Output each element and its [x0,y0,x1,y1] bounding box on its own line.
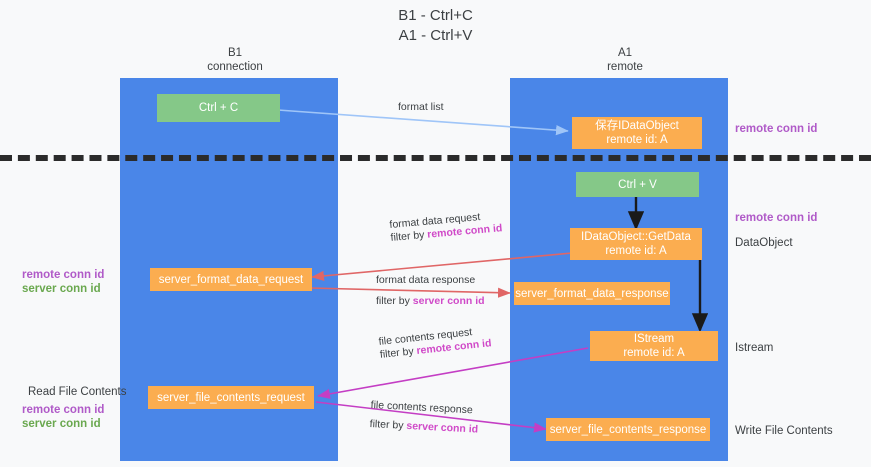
node-istream[interactable]: IStream remote id: A [590,331,718,361]
node-getdata-line1: IDataObject::GetData [581,231,691,243]
column-header-b1-name: B1 [227,47,243,59]
edge-label-format-list-text: format list [398,101,444,113]
column-header-a1-name: A1 [617,47,633,59]
node-save-idataobject-line1: 保存IDataObject [595,120,679,132]
annotation-left-remote-conn: remote conn id [22,269,105,281]
node-server-file-contents-response[interactable]: server_file_contents_response [546,418,710,441]
node-server-file-contents-request[interactable]: server_file_contents_request [148,386,314,409]
column-header-a1-role: remote [607,61,643,73]
edge-label-file-contents-request: file contents request filter by remote c… [378,324,492,362]
node-ctrl-v[interactable]: Ctrl + V [576,172,699,197]
edge-label-format-data-request: format data request filter by remote con… [389,209,503,245]
column-header-b1: B1 connection [120,46,350,74]
annotation-right-istream: Istream [735,342,774,354]
edge-label-format-data-response-prefix: filter by [376,295,413,307]
title-line-2: A1 - Ctrl+V [398,27,473,44]
node-server-format-data-request[interactable]: server_format_data_request [150,268,312,291]
column-header-a1: A1 remote [510,46,740,74]
edge-label-format-data-response-key: server conn id [412,295,485,307]
node-server-file-contents-request-label: server_file_contents_request [157,391,305,404]
annotation-right-dataobject: DataObject [735,237,793,249]
page-title: B1 - Ctrl+C A1 - Ctrl+V [0,6,871,46]
edge-label-format-data-response: format data response filter by server co… [376,274,485,308]
node-server-format-data-request-label: server_format_data_request [158,273,304,286]
node-istream-line1: IStream [633,333,675,345]
node-save-idataobject-line2: remote id: A [606,134,668,146]
edge-label-file-contents-response-key: server conn id [406,419,479,436]
annotation-right-mid-conn: remote conn id [735,212,818,224]
title-line-1: B1 - Ctrl+C [398,7,473,24]
annotation-left-server-conn-2: server conn id [22,418,101,430]
edge-label-file-contents-response-text: file contents response [370,399,474,417]
annotation-right-write-file: Write File Contents [735,425,833,437]
edge-label-format-list: format list [398,101,444,114]
node-istream-line2: remote id: A [623,347,685,359]
node-ctrl-c[interactable]: Ctrl + C [157,94,280,122]
annotation-left-server-conn: server conn id [22,283,101,295]
annotation-left-read-file: Read File Contents [28,386,127,398]
edge-label-file-contents-request-prefix: filter by [379,345,418,361]
edge-label-file-contents-response: file contents response filter by server … [369,399,479,437]
annotation-left-remote-conn-2: remote conn id [22,404,105,416]
node-save-idataobject[interactable]: 保存IDataObject remote id: A [572,117,702,149]
node-server-format-data-response[interactable]: server_format_data_response [514,282,670,305]
node-getdata[interactable]: IDataObject::GetData remote id: A [570,228,702,260]
node-ctrl-c-label: Ctrl + C [198,102,239,114]
node-getdata-line2: remote id: A [605,245,667,257]
edge-label-file-contents-response-prefix: filter by [369,417,407,432]
column-header-b1-role: connection [207,61,263,73]
node-ctrl-v-label: Ctrl + V [618,178,657,191]
phase-divider [0,155,871,161]
node-server-format-data-response-label: server_format_data_response [515,287,669,300]
annotation-right-top-conn: remote conn id [735,123,818,135]
edge-label-format-data-request-prefix: filter by [390,228,428,244]
edge-label-format-data-response-text: format data response [376,274,476,286]
node-server-file-contents-response-label: server_file_contents_response [549,423,707,436]
